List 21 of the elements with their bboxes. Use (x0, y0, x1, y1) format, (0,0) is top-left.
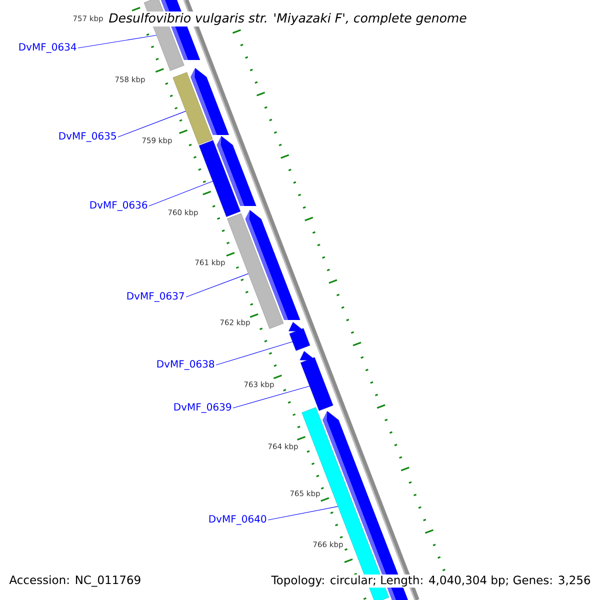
footer-text: Topology: circular; Length: 4,040,304 bp; Genes: 3,256 (270, 574, 592, 588)
gene-label: DvMF_0635 (59, 132, 116, 142)
leader-line (78, 34, 157, 48)
gene-label: DvMF_0639 (174, 403, 232, 413)
gene-bar (288, 322, 310, 351)
gene-bar (300, 351, 334, 411)
gene-label: DvMF_0636 (90, 201, 148, 211)
gene-label: DvMF_0640 (209, 515, 266, 525)
leader-line (148, 180, 213, 206)
leader-line (268, 506, 338, 520)
gene-label: DvMF_0634 (19, 43, 76, 53)
footer-text: Accession: NC_011769 (8, 574, 142, 588)
title: Desulfovibrio vulgaris str. 'Miyazaki F', complete genome (107, 11, 468, 27)
leader-line (186, 273, 249, 298)
leader-line (232, 386, 310, 408)
leader-line (216, 341, 293, 366)
leader-line (118, 110, 186, 138)
gene-bar (172, 72, 213, 145)
gene-label: DvMF_0638 (157, 360, 214, 370)
gene-bar (198, 140, 240, 217)
gene-label: DvMF_0637 (127, 292, 184, 302)
